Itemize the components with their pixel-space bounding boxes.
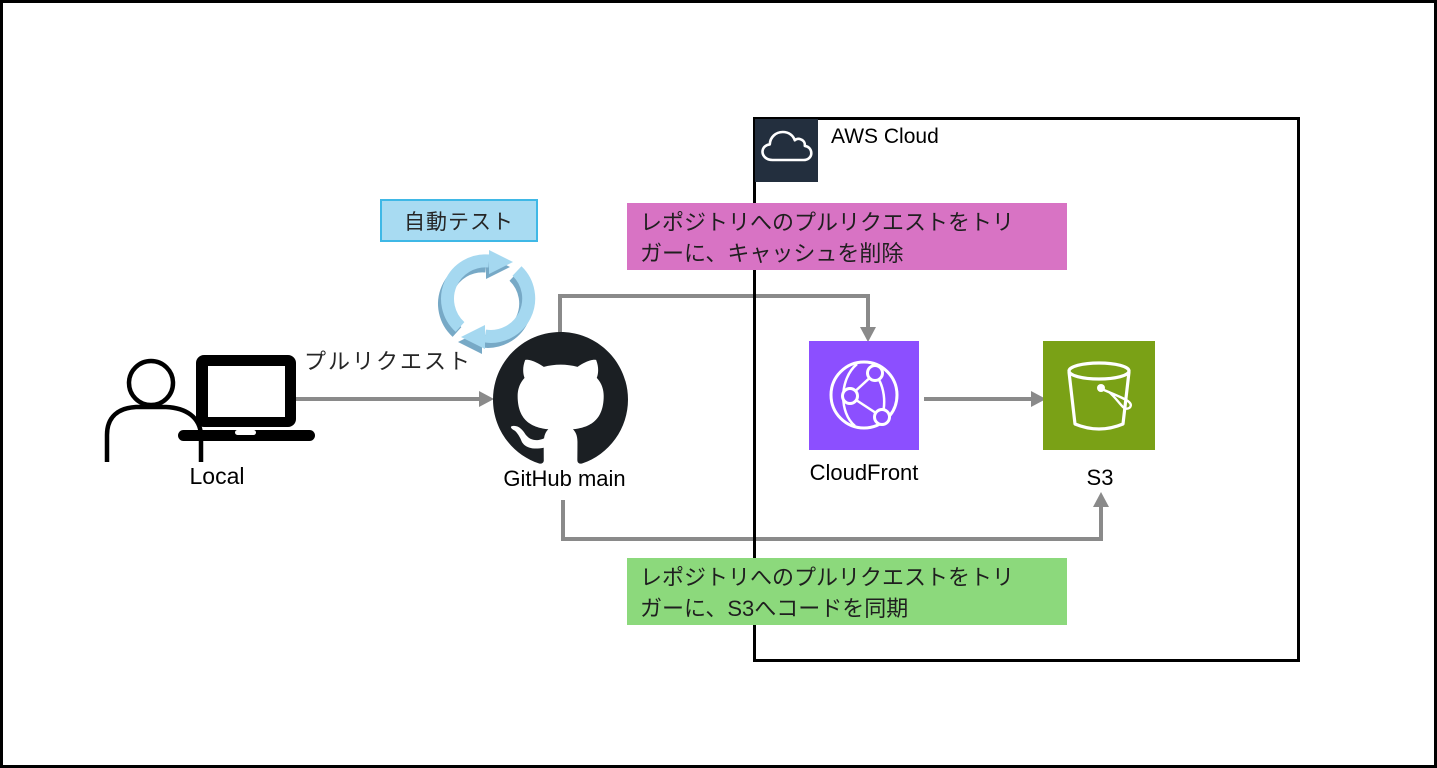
sync-code-callout: レポジトリへのプルリクエストをトリ ガーに、S3へコードを同期	[627, 558, 1067, 625]
arrow-github-to-s3	[561, 500, 1103, 541]
auto-test-box: 自動テスト	[380, 199, 538, 242]
cloudfront-globe-icon	[829, 360, 899, 430]
arrowhead-right-icon	[1031, 391, 1046, 407]
s3-label: S3	[1086, 465, 1114, 490]
arrowhead-right-icon	[479, 391, 494, 407]
refresh-cycle-icon	[438, 250, 536, 354]
invalidate-cache-line1: レポジトリへのプルリクエストをトリ	[640, 210, 1015, 235]
cloudfront-label: CloudFront	[809, 460, 919, 485]
cloudfront-node	[809, 341, 919, 450]
local-label: Local	[189, 463, 245, 489]
github-label: GitHub main	[503, 466, 626, 491]
s3-node	[1043, 341, 1155, 450]
auto-test-label: 自動テスト	[404, 210, 514, 234]
aws-cloud-icon	[755, 119, 818, 182]
aws-cloud-label: AWS Cloud	[831, 125, 939, 148]
pull-request-label: プルリクエスト	[303, 349, 472, 374]
aws-cloud-group-box	[753, 117, 1300, 662]
invalidate-cache-callout: レポジトリへのプルリクエストをトリ ガーに、キャッシュを削除	[627, 203, 1067, 270]
sync-code-line2: ガーに、S3へコードを同期	[640, 596, 909, 621]
arrowhead-down-icon	[860, 327, 876, 342]
arrow-github-to-cloudfront	[558, 294, 870, 338]
connector-arrows-layer	[293, 294, 1109, 541]
arrowhead-up-icon	[1093, 492, 1109, 507]
laptop-icon	[178, 355, 315, 441]
s3-bucket-icon	[1067, 361, 1132, 431]
sync-code-line1: レポジトリへのプルリクエストをトリ	[640, 565, 1015, 590]
invalidate-cache-line2: ガーに、キャッシュを削除	[640, 241, 904, 266]
github-octocat-icon	[493, 332, 628, 464]
